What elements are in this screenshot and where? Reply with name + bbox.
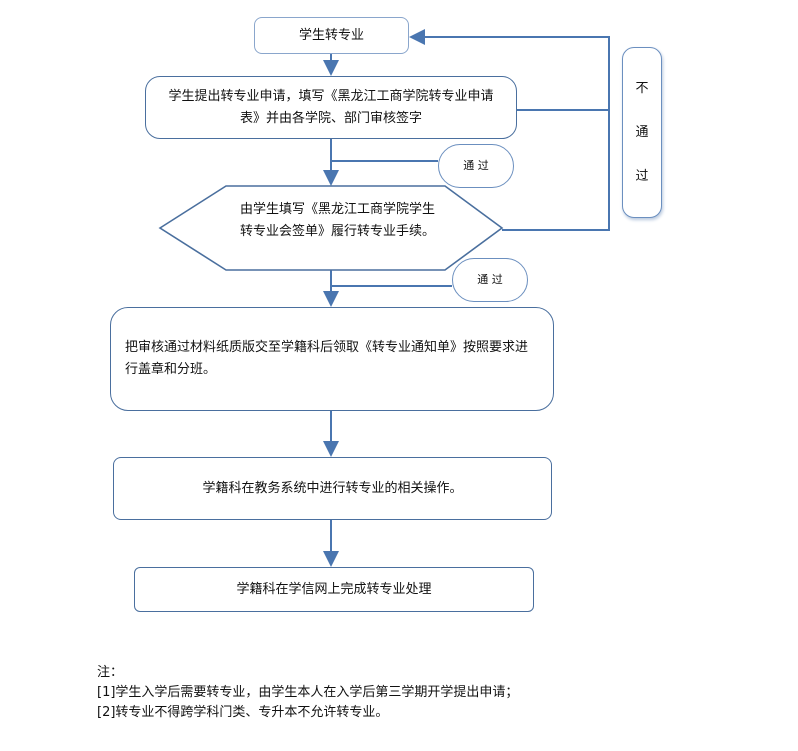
step5-box: 学籍科在学信网上完成转专业处理: [134, 567, 534, 612]
fail-char-1: 不: [635, 80, 649, 96]
step2-label: 由学生填写《黑龙江工商学院学生转专业会签单》履行转专业手续。: [240, 202, 436, 239]
start-label: 学生转专业: [298, 27, 364, 43]
notes: 注： [1]学生入学后需要转专业，由学生本人在入学后第三学期开学提出申请； [2…: [97, 663, 518, 723]
note-item-2: [2]转专业不得跨学科门类、专升本不允许转专业。: [97, 705, 389, 720]
step1-box: 学生提出转专业申请，填写《黑龙江工商学院转专业申请表》并由各学院、部门审核签字: [145, 76, 517, 139]
step3-box: 把审核通过材料纸质版交至学籍科后领取《转专业通知单》按照要求进行盖章和分班。: [110, 307, 554, 411]
step3-label: 把审核通过材料纸质版交至学籍科后领取《转专业通知单》按照要求进行盖章和分班。: [125, 340, 529, 377]
step4-label: 学籍科在教务系统中进行转专业的相关操作。: [202, 480, 463, 496]
step5-label: 学籍科在学信网上完成转专业处理: [236, 581, 432, 597]
notes-title: 注：: [97, 665, 124, 680]
pass2-bubble: 通 过: [452, 258, 528, 302]
pass1-label: 通 过: [463, 159, 489, 172]
step4-box: 学籍科在教务系统中进行转专业的相关操作。: [113, 457, 552, 520]
fail-char-2: 通: [635, 124, 649, 140]
step2-hexagon: [158, 185, 504, 271]
fail-loop-return-arrow: [409, 29, 610, 231]
fail-char-3: 过: [635, 168, 649, 184]
start-box: 学生转专业: [254, 17, 409, 54]
step1-label: 学生提出转专业申请，填写《黑龙江工商学院转专业申请表》并由各学院、部门审核签字: [168, 88, 494, 126]
note-item-1: [1]学生入学后需要转专业，由学生本人在入学后第三学期开学提出申请；: [97, 685, 519, 700]
pass1-bubble: 通 过: [438, 144, 514, 188]
fail-box: 不 通 过: [622, 47, 662, 218]
pass2-label: 通 过: [477, 273, 503, 286]
